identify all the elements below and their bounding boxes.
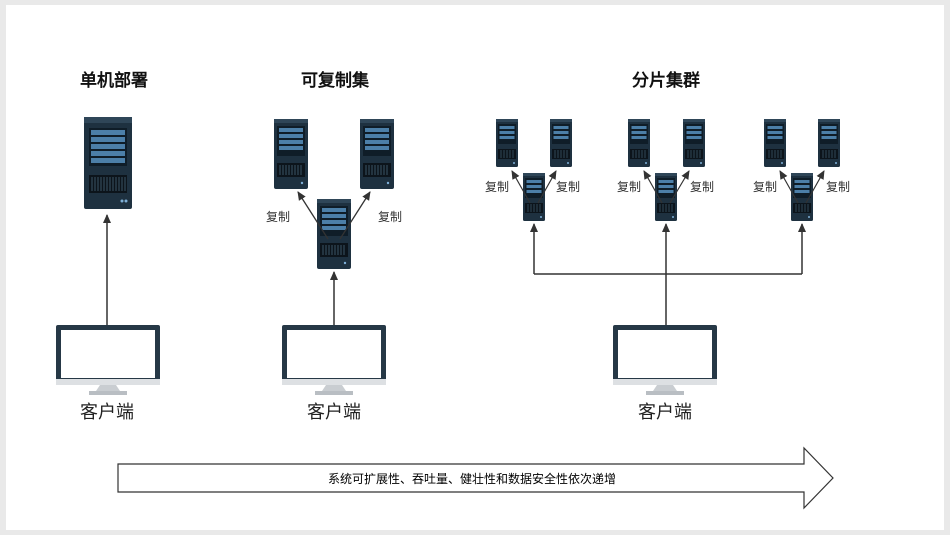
client-monitor-icon [613, 325, 717, 395]
shard-title: 分片集群 [632, 70, 700, 91]
server-icon [627, 118, 651, 168]
replication-label: 复制 [753, 180, 777, 194]
single-section: 单机部署 客户端 [56, 70, 160, 423]
replication-label: 复制 [826, 180, 850, 194]
client-monitor-icon [56, 325, 160, 395]
server-icon [273, 118, 309, 190]
replication-label: 复制 [378, 210, 402, 224]
bottom-arrow: 系统可扩展性、吞吐量、健壮性和数据安全性依次递增 [117, 446, 834, 510]
diagram-canvas: 单机部署 客户端 可复制集 复制 复制 客户端 分片集群 复制 复制 [6, 5, 944, 530]
replication-arrow [805, 170, 825, 204]
replication-label: 复制 [617, 180, 641, 194]
server-icon [549, 118, 573, 168]
server-icon [682, 118, 706, 168]
replica-title: 可复制集 [301, 70, 370, 91]
replication-arrow [537, 170, 557, 204]
server-icon [763, 118, 787, 168]
replication-label: 复制 [690, 180, 714, 194]
bottom-arrow-text: 系统可扩展性、吞吐量、健壮性和数据安全性依次递增 [328, 471, 616, 486]
server-icon [359, 118, 395, 190]
client-label: 客户端 [638, 402, 692, 423]
client-label: 客户端 [80, 402, 134, 423]
replication-arrow [779, 170, 799, 204]
server-icon [83, 116, 133, 210]
replica-section: 可复制集 复制 复制 客户端 [266, 70, 402, 423]
replication-label: 复制 [266, 210, 290, 224]
shard-group: 复制 复制 [617, 118, 714, 222]
replication-arrow [511, 170, 531, 204]
single-title: 单机部署 [80, 70, 148, 91]
replication-arrow [669, 170, 690, 204]
shard-group: 复制 复制 [485, 118, 580, 222]
replication-arrow [297, 191, 329, 240]
server-icon [817, 118, 841, 168]
replication-arrow [339, 191, 371, 240]
shard-group: 复制 复制 [753, 118, 850, 222]
progress-arrow-shape [117, 446, 834, 510]
replication-arrow [643, 170, 663, 204]
client-label: 客户端 [307, 402, 361, 423]
replication-label: 复制 [485, 180, 509, 194]
client-monitor-icon [282, 325, 386, 395]
architecture-diagram: 单机部署 客户端 可复制集 复制 复制 客户端 分片集群 复制 复制 [56, 70, 850, 510]
server-icon [316, 198, 352, 270]
shard-section: 分片集群 复制 复制 复制 复制 复制 [485, 70, 850, 423]
server-icon [495, 118, 519, 168]
replication-label: 复制 [556, 180, 580, 194]
